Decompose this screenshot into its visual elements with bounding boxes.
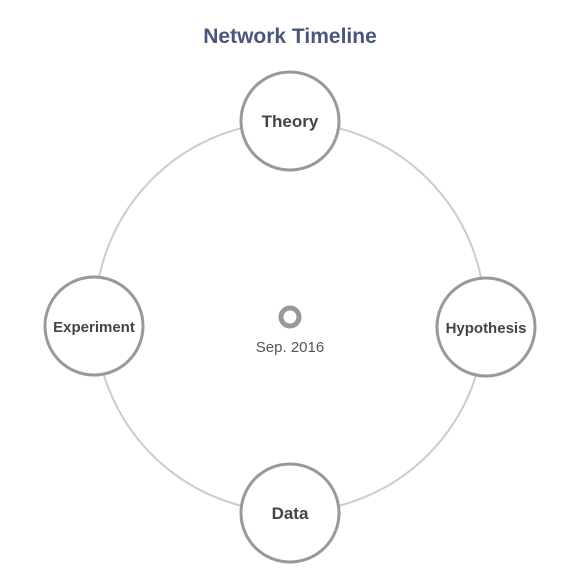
node-experiment-label: Experiment: [53, 319, 135, 336]
node-hypothesis-circle[interactable]: [435, 276, 537, 378]
node-data-label: Data: [272, 504, 309, 523]
node-theory-circle[interactable]: [239, 70, 341, 172]
node-theory[interactable]: Theory: [239, 70, 341, 172]
node-hypothesis[interactable]: Hypothesis: [435, 276, 537, 378]
center-date-label: Sep. 2016: [256, 339, 324, 356]
center-marker[interactable]: [278, 305, 302, 329]
node-hypothesis-label: Hypothesis: [446, 320, 527, 337]
node-data[interactable]: Data: [239, 462, 341, 564]
node-theory-label: Theory: [262, 112, 319, 131]
node-experiment-circle[interactable]: [43, 275, 145, 377]
node-experiment[interactable]: Experiment: [43, 275, 145, 377]
diagram-title: Network Timeline: [203, 25, 377, 48]
node-data-circle[interactable]: [239, 462, 341, 564]
